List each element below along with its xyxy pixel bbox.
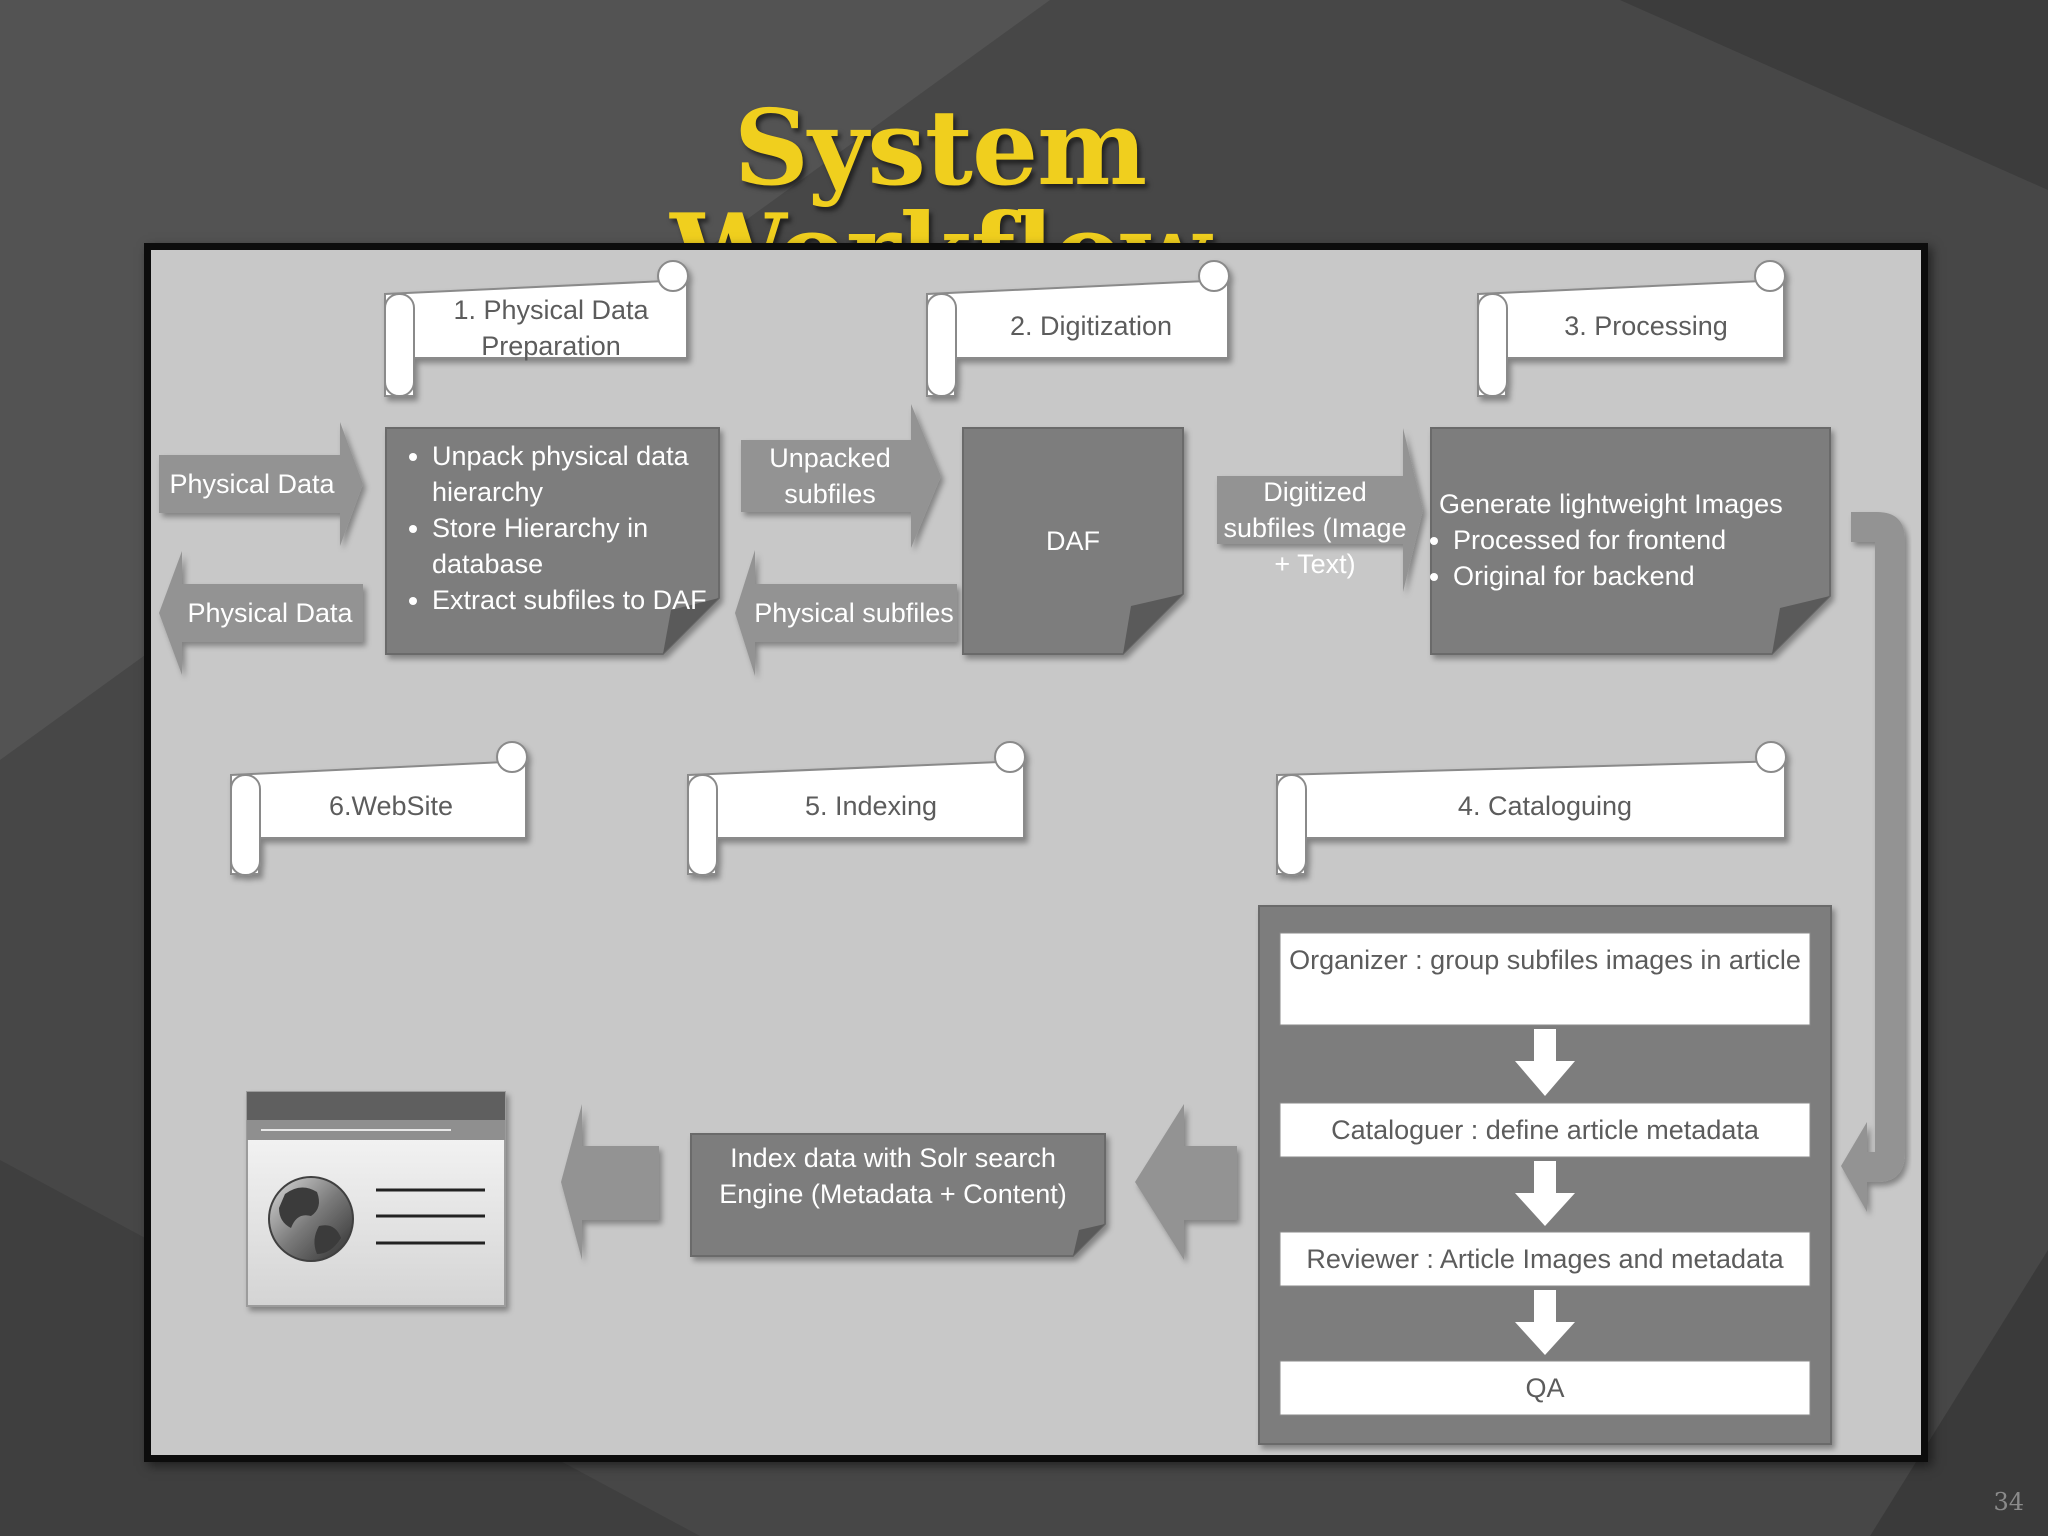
down-arrow-2 <box>1515 1161 1575 1226</box>
workflow-diagram <box>159 260 1905 1445</box>
down-arrow-3 <box>1515 1290 1575 1355</box>
cataloguing-to-indexing-arrow <box>1135 1104 1237 1260</box>
indexing-to-website-arrow <box>561 1104 659 1260</box>
processing-to-cataloguing-arrow <box>1841 512 1905 1212</box>
stage-6-label: 6.WebSite <box>328 791 454 821</box>
unpacked-subfiles-label: Unpacked subfiles <box>769 443 891 509</box>
stage-4-scroll <box>1276 741 1787 876</box>
stage-5-label: 5. Indexing <box>804 791 938 821</box>
stage-1-scroll <box>384 260 689 397</box>
cataloguing-step-organizer-label: Organizer : group subfiles images in art… <box>1289 945 1801 975</box>
processing-list: Processed for frontend Original for back… <box>1407 522 1833 594</box>
stage-2-scroll <box>926 260 1230 397</box>
cataloguing-step-qa-label: QA <box>1525 1373 1565 1403</box>
processing-item: Processed for frontend <box>1453 522 1833 558</box>
physical-data-in-label: Physical Data <box>169 469 335 499</box>
cataloguing-step-reviewer <box>1279 1231 1811 1287</box>
workflow-diagram-frame: 1. Physical Data Preparation 2. Digitiza… <box>144 243 1928 1462</box>
cataloguing-step-qa <box>1279 1360 1811 1416</box>
cataloguing-step-cataloguer <box>1279 1102 1811 1158</box>
stage-5-scroll <box>687 741 1026 876</box>
stage-3-label: 3. Processing <box>1564 311 1728 341</box>
cataloguing-step-reviewer-label: Reviewer : Article Images and metadata <box>1306 1244 1784 1274</box>
stage-3-scroll <box>1477 260 1786 397</box>
unpacked-subfiles-arrow <box>741 404 941 548</box>
stage-4-label: 4. Cataloguing <box>1457 791 1633 821</box>
processing-title: Generate lightweight Images <box>1439 489 1783 519</box>
physical-subfiles-arrow <box>735 550 957 676</box>
physical-subfiles-label: Physical subfiles <box>754 598 954 628</box>
prep-item: Extract subfiles to DAF <box>432 582 722 618</box>
physical-data-out-arrow <box>159 551 363 675</box>
digitized-subfiles-label: Digitized subfiles (Image + Text) <box>1223 477 1407 579</box>
physical-data-in-arrow <box>159 422 363 546</box>
website-globe-icon <box>246 1091 506 1307</box>
stage-6-scroll <box>230 741 528 876</box>
processing-item: Original for backend <box>1453 558 1833 594</box>
prep-item: Store Hierarchy in database <box>432 510 722 582</box>
indexing-label: Index data with Solr search Engine (Meta… <box>719 1143 1067 1209</box>
digitized-subfiles-arrow <box>1217 428 1423 592</box>
page-number: 34 <box>1993 1488 2024 1516</box>
cataloguing-step-cataloguer-label: Cataloguer : define article metadata <box>1331 1115 1759 1145</box>
prep-item: Unpack physical data hierarchy <box>432 438 722 510</box>
stage-1-label: 1. Physical Data Preparation <box>453 295 649 361</box>
daf-label: DAF <box>1046 526 1100 556</box>
stage-2-label: 2. Digitization <box>1009 311 1173 341</box>
prep-box-list: Unpack physical data hierarchy Store Hie… <box>386 438 722 618</box>
cataloguing-step-organizer <box>1279 932 1811 1026</box>
physical-data-out-label: Physical Data <box>187 598 353 628</box>
down-arrow-1 <box>1515 1029 1575 1096</box>
